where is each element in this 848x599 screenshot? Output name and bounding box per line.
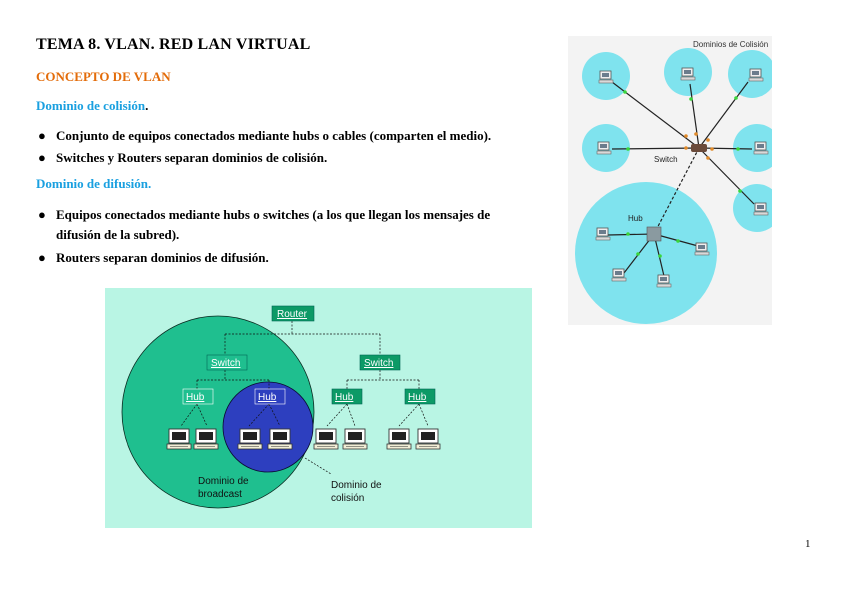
computer-icon [656, 274, 672, 288]
bullet-icon: ● [38, 128, 46, 143]
hub-label: Hub [408, 392, 427, 403]
computer-icon [595, 227, 611, 241]
subsection-collision-period: . [145, 98, 149, 113]
computer-icon [753, 202, 769, 216]
switch-icon [206, 354, 248, 371]
page-title: TEMA 8. VLAN. RED LAN VIRTUAL [36, 36, 311, 53]
computer-icon [193, 428, 219, 450]
hub-label: Hub [258, 392, 277, 403]
switch-icon [691, 144, 707, 152]
bullet-icon: ● [38, 150, 46, 165]
computer-icon [267, 428, 293, 450]
switch-label: Switch [364, 358, 393, 369]
figure-title: Dominios de Colisión [693, 40, 768, 49]
subsection-collision: Dominio de colisión. [36, 98, 148, 114]
computer-icon [680, 67, 696, 81]
switch-label: Switch [654, 155, 678, 164]
list-item-text: Switches y Routers separan dominios de c… [56, 150, 328, 165]
hub-label: Hub [186, 392, 205, 403]
hub-icon [646, 226, 662, 242]
computer-icon [753, 141, 769, 155]
computer-icon [166, 428, 192, 450]
bullet-icon: ● [38, 207, 46, 222]
switch-label: Switch [211, 358, 240, 369]
computer-icon [596, 141, 612, 155]
hub-icon [182, 388, 214, 405]
hub-label: Hub [628, 214, 643, 223]
page-number: 1 [805, 538, 811, 550]
list-item-text: difusión de la subred). [56, 227, 180, 242]
computer-icon [415, 428, 441, 450]
collision-domains-figure: Dominios de Colisión Switch Hub [568, 36, 772, 325]
computer-icon [237, 428, 263, 450]
list-item: ● Routers separan dominios de difusión. [38, 248, 269, 267]
computer-icon [342, 428, 368, 450]
computer-icon [748, 68, 764, 82]
list-item-continuation: difusión de la subred). [56, 225, 179, 244]
computer-icon [313, 428, 339, 450]
list-item: ● Equipos conectados mediante hubs o swi… [38, 205, 491, 224]
computer-icon [598, 70, 614, 84]
computer-icon [386, 428, 412, 450]
broadcast-domains-figure: Router Switch Switch Hub Hub Hub Hub Dom… [105, 288, 532, 528]
hub-label: Hub [335, 392, 354, 403]
list-item: ● Switches y Routers separan dominios de… [38, 148, 328, 167]
list-item-text: Routers separan dominios de difusión. [56, 250, 269, 265]
router-icon [271, 305, 315, 322]
broadcast-domain-label-line1: Dominio de [198, 476, 249, 487]
subsection-collision-heading: Dominio de colisión [36, 98, 146, 113]
collision-domain-label-line2: colisión [331, 493, 364, 504]
collision-domain-label-line1: Dominio de [331, 480, 382, 491]
computer-icon [694, 242, 710, 256]
hub-icon [404, 388, 436, 405]
hub-icon [331, 388, 363, 405]
list-item: ● Conjunto de equipos conectados mediant… [38, 126, 492, 145]
section-heading: CONCEPTO DE VLAN [36, 69, 171, 84]
computer-icon [611, 268, 627, 282]
broadcast-domain-label-line2: broadcast [198, 489, 242, 500]
hub-icon [254, 388, 286, 405]
switch-icon [359, 354, 401, 371]
subsection-broadcast-heading: Dominio de difusión. [36, 176, 152, 191]
router-label: Router [277, 309, 308, 320]
hub-domain-circle [575, 182, 717, 324]
collision-domain-circle [222, 381, 314, 473]
bullet-icon: ● [38, 250, 46, 265]
list-item-text: Conjunto de equipos conectados mediante … [56, 128, 492, 143]
list-item-text: Equipos conectados mediante hubs o switc… [56, 207, 491, 222]
